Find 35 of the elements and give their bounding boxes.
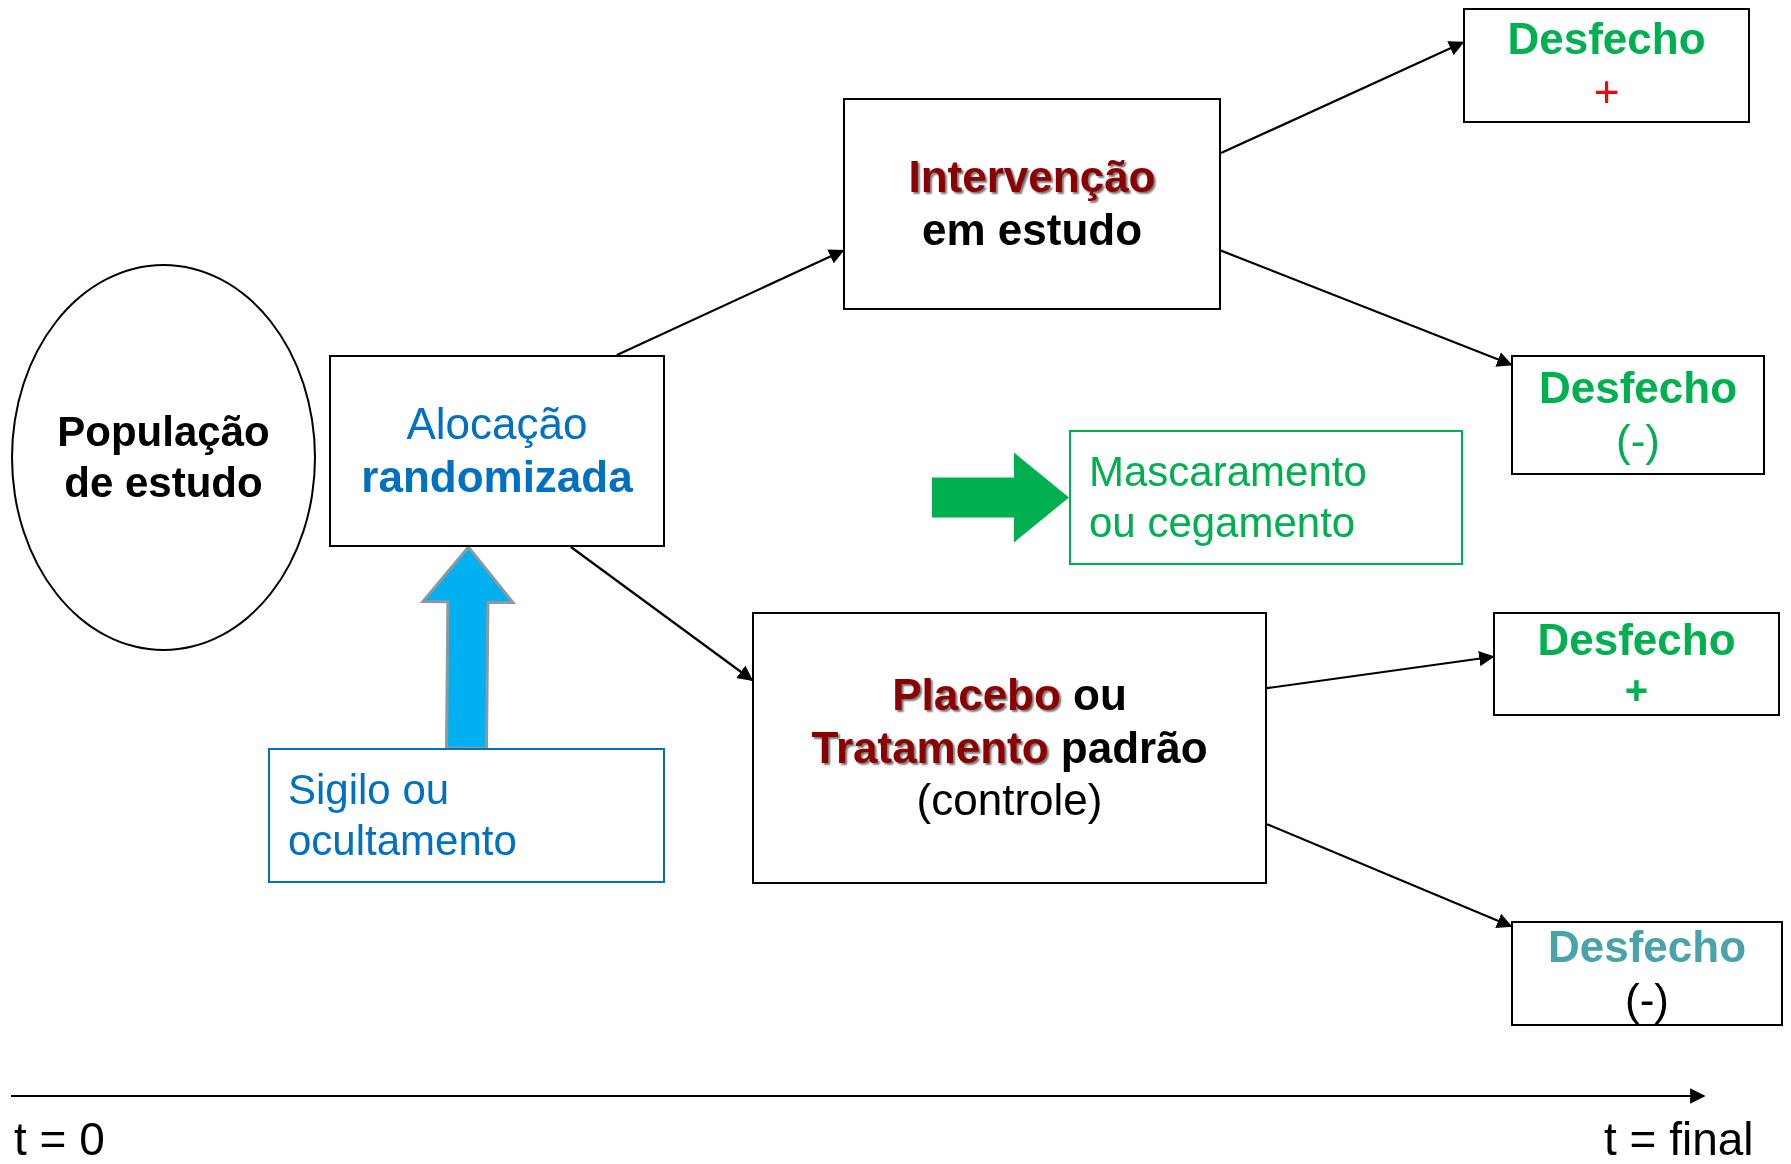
node-label: Alocação [406,398,588,451]
node-label: Desfecho [1537,613,1736,666]
node-label: População de estudo [56,407,271,508]
time-label: t = 0 [14,1112,105,1164]
node-label: Sigilo ou ocultamento [288,765,518,866]
arrow [1266,823,1513,928]
outcome-sign: (-) [1616,415,1660,467]
node-label: randomizada [361,451,633,503]
outcome-sign: + [1624,667,1649,715]
outcome-box [1511,355,1765,475]
arrow [1220,41,1465,155]
node-label: Intervenção em estudo [907,151,1157,256]
outcome-sign: (-) [1625,973,1669,1026]
node-label: Desfecho [1538,362,1738,415]
outcome-box [1493,612,1780,716]
block-arrow [419,544,517,750]
process-box [329,355,665,547]
node-label: Desfecho [1547,920,1747,973]
process-box [843,98,1221,310]
node-label: (controle) [916,774,1103,827]
arrow [1266,651,1495,690]
node-label: Mascaramento ou cegamento [1089,447,1368,548]
node-label: Desfecho [1507,12,1706,65]
arrow [616,249,845,356]
outcome-box [1463,8,1750,123]
outcome-sign: + [1593,65,1620,118]
note-box [268,748,665,883]
outcome-box [1511,921,1783,1026]
block-arrow [932,452,1069,543]
arrow [1220,249,1513,367]
note-box [1069,430,1463,565]
arrow [570,546,754,681]
node-label: Placebo ou Tratamento padrão [810,668,1209,774]
process-box [752,612,1267,884]
time-label: t = final [1604,1112,1754,1164]
